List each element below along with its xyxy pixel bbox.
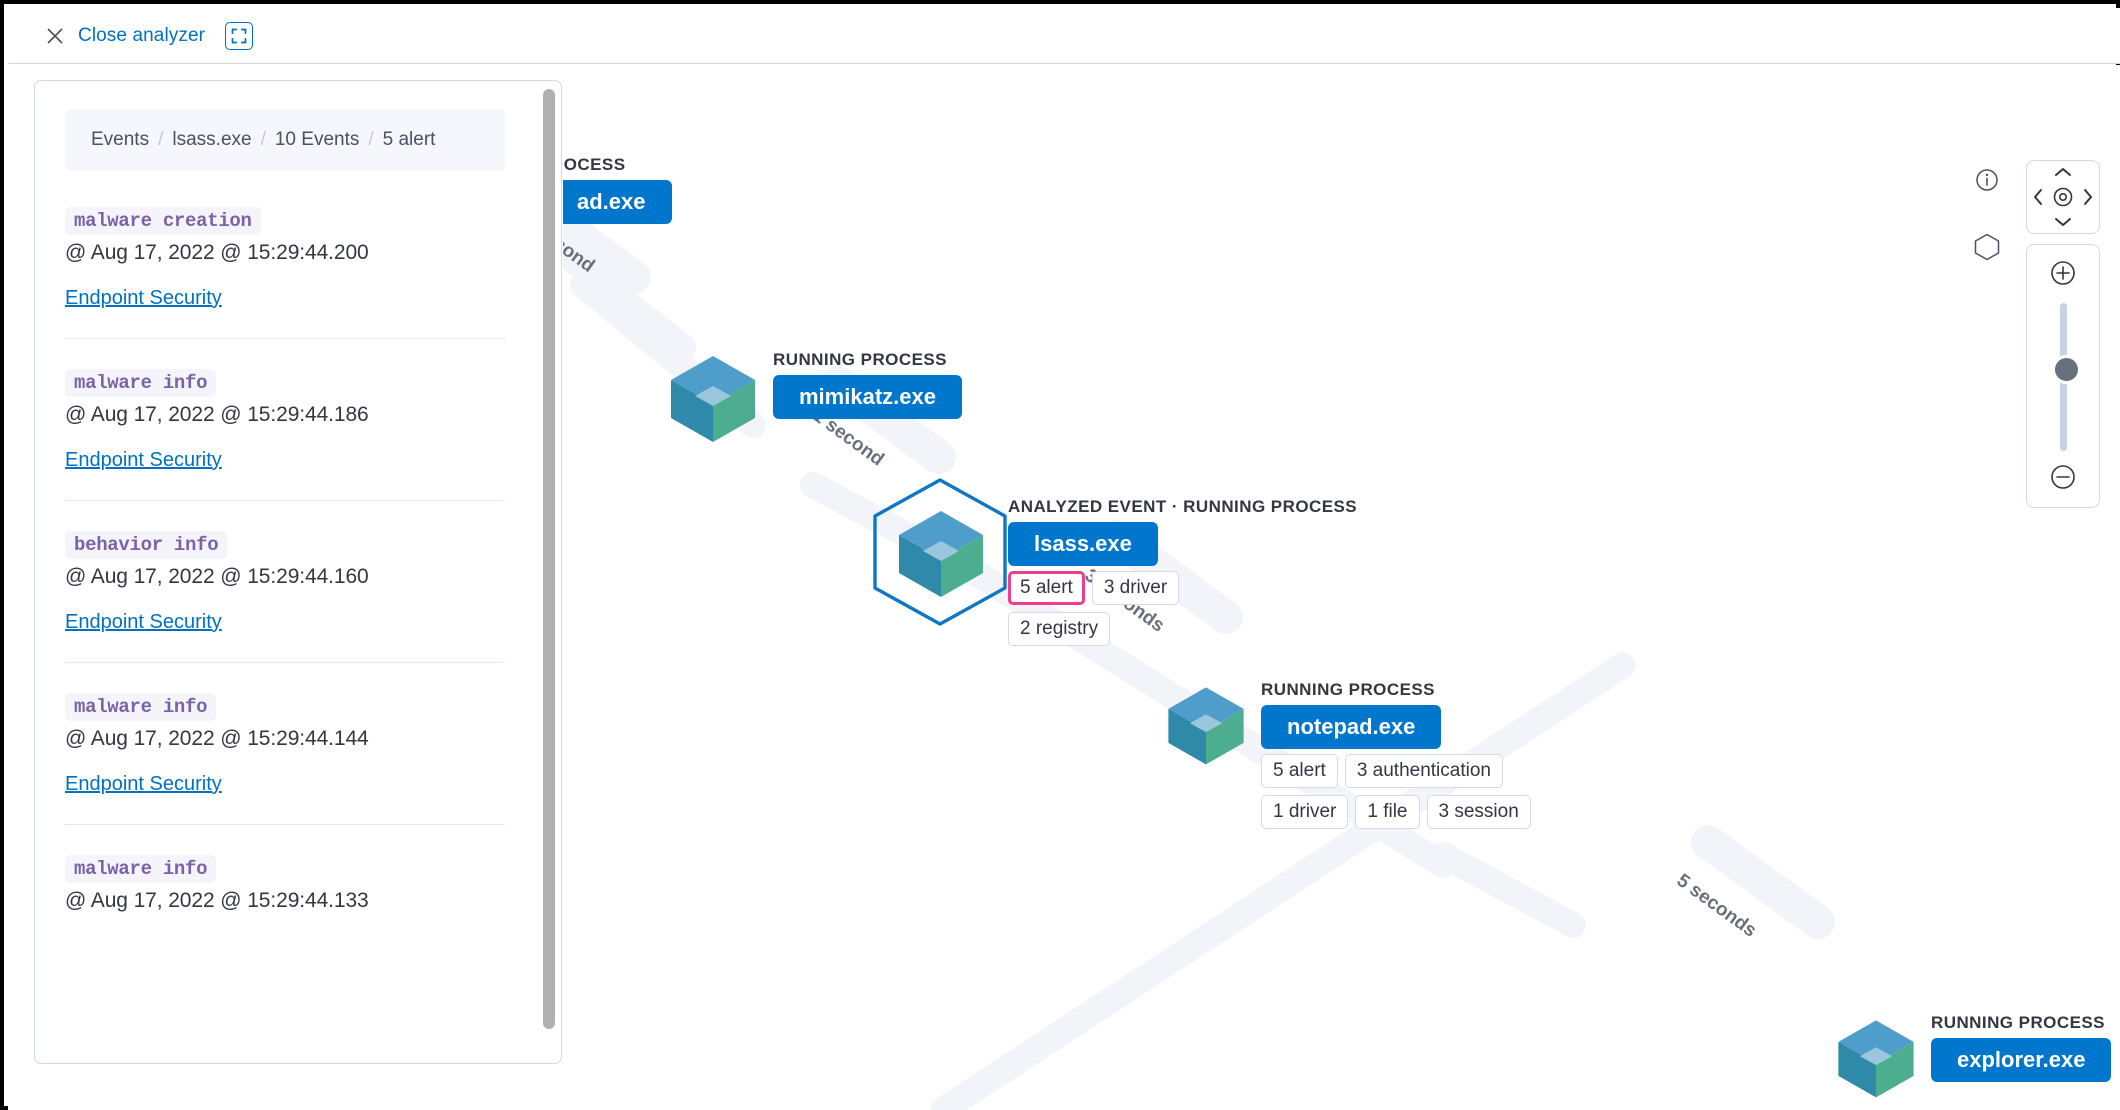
plus-circle-icon[interactable] bbox=[2049, 259, 2077, 287]
node-name-badge[interactable]: lsass.exe bbox=[1008, 522, 1158, 566]
graph-controls bbox=[1974, 160, 2100, 508]
chevron-right-icon[interactable] bbox=[2081, 187, 2095, 207]
selected-hexagon-ring bbox=[873, 478, 1007, 626]
event-source-link[interactable]: Endpoint Security bbox=[65, 449, 222, 471]
event-kind-badge: behavior info bbox=[65, 531, 228, 559]
node-type-label: ANALYZED EVENT · RUNNING PROCESS bbox=[1008, 497, 1358, 516]
list-item[interactable]: malware info @ Aug 17, 2022 @ 15:29:44.1… bbox=[65, 825, 505, 941]
event-kind-badge: malware info bbox=[65, 369, 217, 397]
node-name-badge[interactable]: explorer.exe bbox=[1931, 1038, 2112, 1082]
process-cube-icon bbox=[671, 356, 755, 442]
node-name-badge[interactable]: notepad.exe bbox=[1261, 705, 1442, 749]
analyzer-toolbar: Close analyzer bbox=[8, 8, 2120, 64]
node-pill-driver[interactable]: 3 driver bbox=[1091, 571, 1180, 605]
breadcrumb-item-alert-count[interactable]: 5 alert bbox=[382, 129, 436, 150]
chevron-left-icon[interactable] bbox=[2031, 187, 2045, 207]
pan-control-pad[interactable] bbox=[2026, 160, 2100, 234]
zoom-slider-thumb[interactable] bbox=[2052, 355, 2081, 384]
chevron-down-icon[interactable] bbox=[2053, 215, 2073, 229]
event-timestamp: @ Aug 17, 2022 @ 15:29:44.144 bbox=[65, 727, 369, 750]
event-kind-badge: malware info bbox=[65, 693, 217, 721]
event-source-link[interactable]: Endpoint Security bbox=[65, 773, 222, 795]
crosshair-center-icon[interactable] bbox=[2051, 185, 2075, 209]
node-pill-alert[interactable]: 5 alert bbox=[1261, 754, 1338, 788]
zoom-slider-control[interactable] bbox=[2026, 244, 2100, 508]
list-item[interactable]: behavior info @ Aug 17, 2022 @ 15:29:44.… bbox=[65, 501, 505, 663]
node-pill-group: 5 alert 3 driver 2 registry bbox=[1008, 571, 1357, 646]
process-cube-icon bbox=[899, 511, 983, 597]
breadcrumb-separator: / bbox=[158, 129, 164, 150]
node-pill-authentication[interactable]: 3 authentication bbox=[1344, 754, 1503, 788]
event-timestamp: @ Aug 17, 2022 @ 15:29:44.160 bbox=[65, 565, 369, 588]
event-source-link[interactable]: Endpoint Security bbox=[65, 611, 222, 633]
hexagon-legend-icon[interactable] bbox=[1974, 233, 2000, 266]
event-timestamp: @ Aug 17, 2022 @ 15:29:44.133 bbox=[65, 889, 369, 912]
graph-side-icons bbox=[1974, 160, 2000, 302]
node-pill-registry[interactable]: 2 registry bbox=[1008, 611, 1111, 646]
breadcrumb: Events / lsass.exe / 10 Events / 5 alert bbox=[65, 109, 505, 171]
node-type-label: RUNNING PROCESS bbox=[1931, 1013, 2105, 1032]
node-pill-group: 5 alert 3 authentication 1 driver 1 file… bbox=[1261, 754, 1531, 829]
events-panel: Events / lsass.exe / 10 Events / 5 alert… bbox=[34, 80, 562, 1064]
fullscreen-expand-icon[interactable] bbox=[225, 21, 254, 50]
events-panel-scrollbar[interactable] bbox=[543, 89, 555, 1057]
node-pill-file[interactable]: 1 file bbox=[1355, 794, 1420, 829]
event-kind-badge: malware info bbox=[65, 855, 217, 883]
event-timestamp: @ Aug 17, 2022 @ 15:29:44.186 bbox=[65, 403, 369, 426]
breadcrumb-item-process[interactable]: lsass.exe bbox=[172, 129, 252, 150]
node-type-label: RUNNING PROCESS bbox=[1261, 680, 1435, 699]
node-pill-session[interactable]: 3 session bbox=[1426, 794, 1531, 829]
breadcrumb-item-event-count[interactable]: 10 Events bbox=[274, 129, 360, 150]
node-name-badge[interactable]: ad.exe bbox=[563, 180, 672, 224]
close-x-icon[interactable] bbox=[46, 27, 64, 45]
event-kind-badge: malware creation bbox=[65, 207, 261, 235]
close-analyzer-button[interactable]: Close analyzer bbox=[78, 24, 206, 46]
list-item[interactable]: malware creation @ Aug 17, 2022 @ 15:29:… bbox=[65, 177, 505, 339]
node-name-badge[interactable]: mimikatz.exe bbox=[773, 375, 962, 419]
breadcrumb-separator: / bbox=[368, 129, 374, 150]
node-pill-driver[interactable]: 1 driver bbox=[1261, 794, 1349, 829]
event-timestamp: @ Aug 17, 2022 @ 15:29:44.200 bbox=[65, 241, 369, 264]
info-circle-icon[interactable] bbox=[1975, 168, 1999, 197]
process-cube-icon bbox=[1168, 687, 1244, 765]
breadcrumb-separator: / bbox=[260, 129, 266, 150]
analyzer-body: Events / lsass.exe / 10 Events / 5 alert… bbox=[8, 65, 2120, 1110]
chevron-up-icon[interactable] bbox=[2053, 165, 2073, 179]
list-item[interactable]: malware info @ Aug 17, 2022 @ 15:29:44.1… bbox=[65, 663, 505, 825]
event-list: malware creation @ Aug 17, 2022 @ 15:29:… bbox=[65, 177, 505, 941]
node-pill-alert[interactable]: 5 alert bbox=[1008, 571, 1085, 605]
graph-zoom-pan-controls bbox=[2026, 160, 2100, 508]
node-type-label: ROCESS bbox=[563, 155, 626, 174]
process-graph-canvas[interactable]: econd 1 second 3 seconds 5 seconds bbox=[563, 65, 2120, 1110]
minus-circle-icon[interactable] bbox=[2049, 463, 2077, 491]
breadcrumb-item-events[interactable]: Events bbox=[91, 129, 150, 150]
process-cube-icon bbox=[1838, 1020, 1914, 1098]
list-item[interactable]: malware info @ Aug 17, 2022 @ 15:29:44.1… bbox=[65, 339, 505, 501]
events-panel-content: Events / lsass.exe / 10 Events / 5 alert… bbox=[35, 81, 535, 1063]
scrollbar-thumb[interactable] bbox=[543, 89, 555, 1029]
node-type-label: RUNNING PROCESS bbox=[773, 350, 947, 369]
event-source-link[interactable]: Endpoint Security bbox=[65, 287, 222, 309]
